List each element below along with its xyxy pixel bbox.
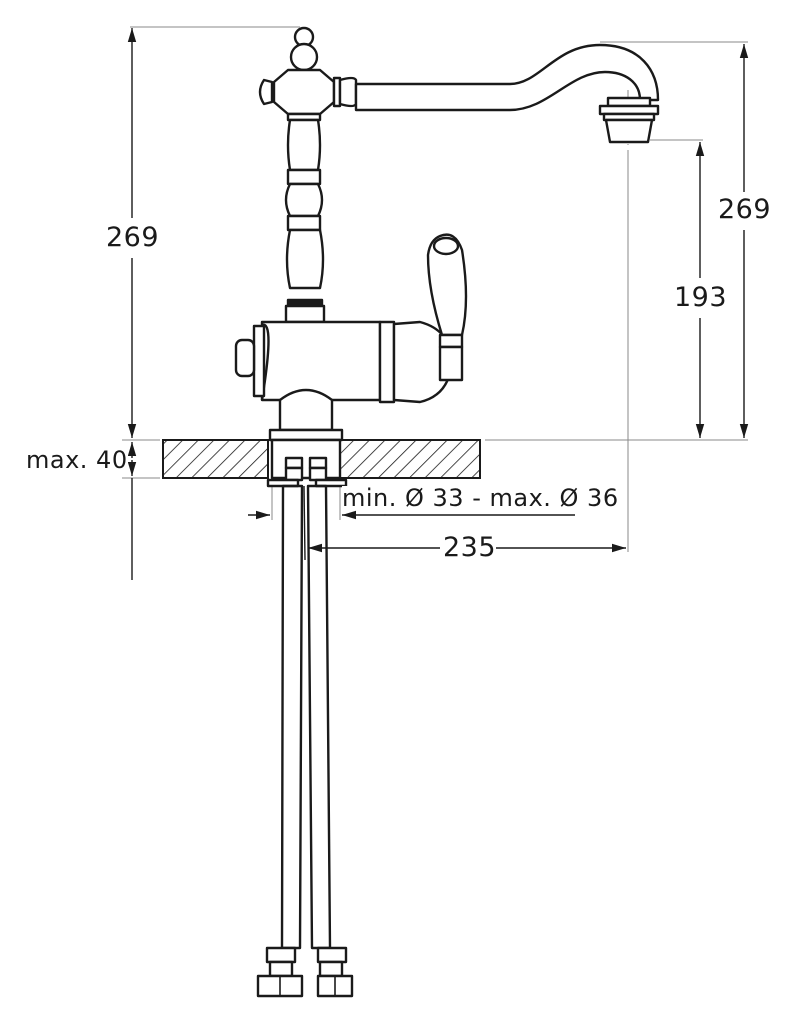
- hole-diameter-label: min. Ø 33 - max. Ø 36: [342, 484, 619, 512]
- tap-body: [234, 26, 660, 998]
- left-height-label: 269: [106, 222, 160, 253]
- countertop-thickness-label: max. 40: [26, 446, 128, 474]
- center-lines: [305, 90, 629, 470]
- dimension-lines: [127, 28, 749, 580]
- right-height-label: 269: [718, 194, 772, 225]
- countertop-section: [162, 439, 481, 479]
- spout-reach-label: 235: [443, 532, 497, 563]
- spout-height-label: 193: [674, 282, 728, 313]
- extension-lines: [122, 26, 748, 552]
